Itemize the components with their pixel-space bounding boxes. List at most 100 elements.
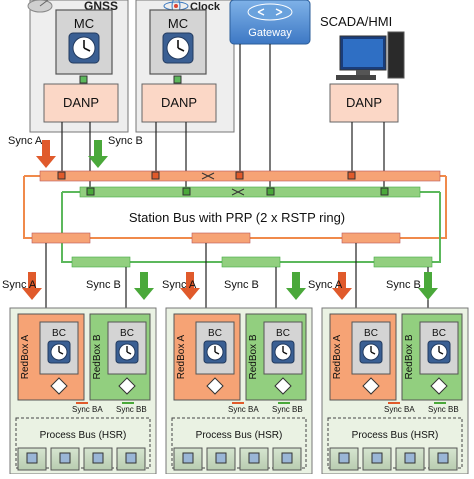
hsr-ring	[15, 417, 151, 469]
clock-hand	[438, 351, 444, 355]
ied-icon	[92, 452, 104, 464]
ring-b	[61, 191, 441, 263]
clock-hand	[214, 351, 220, 355]
clock-hand	[282, 351, 288, 355]
mc-label-1: MC	[74, 16, 94, 31]
sync-bb-label: Sync BB	[116, 405, 147, 414]
scada-hmi: SCADA/HMI DANP	[320, 14, 405, 123]
redbox-switch-icon	[362, 377, 380, 395]
sync-b-label: Sync B	[224, 279, 259, 291]
sync-b-arrow-head	[134, 288, 154, 300]
redbox-a-label: RedBox A	[332, 334, 343, 379]
sync-a-label-top: Sync A	[8, 135, 43, 147]
router-icon	[247, 3, 293, 21]
sync-b-arrow	[292, 272, 300, 288]
clock-icon	[162, 32, 194, 64]
sync-a-arrow	[28, 272, 36, 288]
redbox-b-label: RedBox B	[404, 334, 415, 379]
hsr-ring	[171, 417, 307, 469]
sync-ba-label: Sync BA	[228, 405, 259, 414]
redbox-a-label: RedBox A	[20, 334, 31, 379]
switch-bar-b-top	[79, 186, 421, 198]
sync-b-label-top: Sync B	[108, 135, 143, 147]
sync-bb-label: Sync BB	[272, 405, 303, 414]
sync-a-arrow-head	[22, 288, 42, 300]
sync-ba-label: Sync BA	[384, 405, 415, 414]
gateway-label: Gateway	[248, 27, 292, 39]
ring-a	[23, 175, 447, 239]
ied-icon	[182, 452, 194, 464]
redbox-switch-icon	[50, 377, 68, 395]
process-bus-label: Process Bus (HSR)	[352, 430, 439, 441]
hsr-ring	[327, 417, 463, 469]
danp-label-1: DANP	[63, 95, 99, 110]
sync-b-arrow	[140, 272, 148, 288]
danp-box-1	[43, 83, 119, 123]
sync-a-label: Sync A	[2, 279, 37, 291]
bc-label: BC	[432, 328, 446, 339]
redbox-switch-icon	[206, 377, 224, 395]
danp-box-3	[329, 83, 399, 123]
clock-device-1: GNSS MC DANP	[27, 0, 129, 133]
ied-icon	[371, 452, 383, 464]
sync-b-arrow-top	[88, 140, 108, 168]
ied-icon	[215, 452, 227, 464]
sync-a-arrow-top	[36, 140, 56, 168]
redbox-b-label: RedBox B	[248, 334, 259, 379]
satellite-dish-icon	[27, 0, 53, 13]
sync-a-arrow	[186, 272, 194, 288]
sync-b-arrow-head	[418, 288, 438, 300]
bay-switches-b	[71, 256, 433, 268]
computer-icon	[336, 31, 405, 80]
ied-icon	[26, 452, 38, 464]
ied-icon	[338, 452, 350, 464]
process-bus-label: Process Bus (HSR)	[196, 430, 283, 441]
ied-icon	[248, 452, 260, 464]
process-bus-label: Process Bus (HSR)	[40, 430, 127, 441]
redbox-switch-icon	[430, 377, 448, 395]
danp-box-2	[141, 83, 217, 123]
ied-icon	[281, 452, 293, 464]
ied-icon	[59, 452, 71, 464]
bay-2: RedBox A BC RedBox B BC Sync BA Sync BB Proces…	[165, 307, 313, 475]
ied-icon	[437, 452, 449, 464]
sync-a-arrow-head	[180, 288, 200, 300]
clock-device-2: Clock MC DANP	[135, 0, 235, 133]
clock-hand	[370, 351, 376, 355]
danp-label-2: DANP	[161, 95, 197, 110]
bays: RedBox A BC RedBox B BC Sync BA Sync BB Proces…	[9, 307, 469, 475]
clock-hand	[58, 351, 64, 355]
sync-bb-label: Sync BB	[428, 405, 459, 414]
sync-b-arrow	[424, 272, 432, 288]
redbox-switch-icon	[274, 377, 292, 395]
sync-ba-label: Sync BA	[72, 405, 103, 414]
bc-label: BC	[208, 328, 222, 339]
scada-label: SCADA/HMI	[320, 14, 392, 29]
port	[79, 75, 88, 84]
clock-hand	[126, 351, 132, 355]
bay-switches-a	[31, 232, 401, 244]
bus-ports	[57, 171, 389, 196]
port	[173, 75, 182, 84]
sync-b-label: Sync B	[86, 279, 121, 291]
bay-sync-arrows: Sync A Sync A Sync A Sync B Sync B Sync B	[2, 272, 438, 300]
ied-icon	[125, 452, 137, 464]
sync-b-label: Sync B	[386, 279, 421, 291]
bc-label: BC	[52, 328, 66, 339]
redbox-switch-icon	[118, 377, 136, 395]
ied-icon	[404, 452, 416, 464]
bc-label: BC	[276, 328, 290, 339]
gateway: Gateway	[229, 0, 311, 45]
sync-a-label: Sync A	[308, 279, 343, 291]
mc-label-2: MC	[168, 16, 188, 31]
clock-icon	[68, 32, 100, 64]
danp-label-3: DANP	[346, 95, 382, 110]
switch-symbols	[201, 172, 245, 196]
sync-a-label: Sync A	[162, 279, 197, 291]
sync-a-arrow-head	[332, 288, 352, 300]
sync-b-arrow-head	[286, 288, 306, 300]
redbox-a-label: RedBox A	[176, 334, 187, 379]
